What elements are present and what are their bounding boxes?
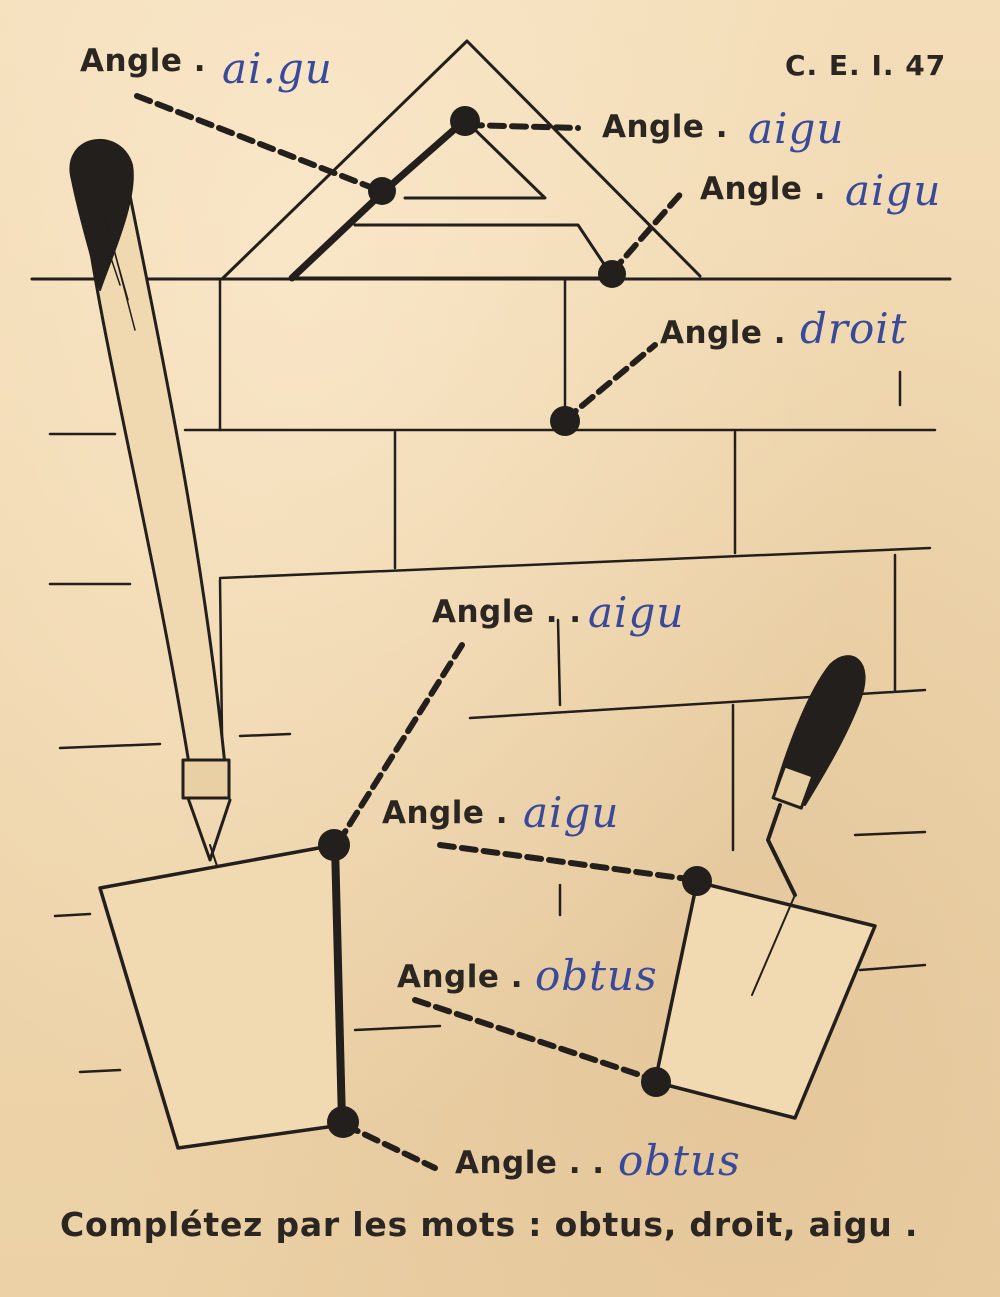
vertex-dot (682, 866, 712, 896)
handle-hatch (104, 214, 136, 331)
wall-course-line (238, 732, 292, 738)
wall-course-line (58, 742, 162, 750)
wall-joint (218, 578, 224, 737)
leader-line (335, 642, 465, 846)
wall-course-line (853, 830, 927, 837)
angle-label: Angle . . (432, 594, 582, 630)
handwritten-answer: droit (800, 304, 908, 353)
leader-line (342, 1122, 438, 1171)
wall-course-line (858, 963, 927, 972)
wall-course-line (218, 546, 932, 580)
handwritten-answer: aigu (523, 788, 620, 837)
roof-outer (220, 39, 702, 281)
wall-joint (556, 618, 562, 707)
trowel-shank (766, 803, 797, 897)
trowel-handle (774, 655, 866, 806)
leader-line (609, 187, 687, 275)
wall-course-line (53, 912, 92, 918)
set-square-inner (403, 118, 547, 200)
shovel-neck (186, 796, 232, 862)
handwritten-answer: obtus (535, 951, 658, 1000)
shovel-right-edge (331, 841, 346, 1126)
trowel-ferrule (771, 764, 815, 810)
angle-label: Angle . (382, 795, 508, 831)
leader-line (412, 997, 658, 1083)
angle-label: Angle . (660, 315, 786, 351)
angle-label: Angle . . (455, 1145, 605, 1181)
handwritten-answer: aigu (588, 588, 685, 637)
angle-label: Angle . (602, 109, 728, 145)
vertex-dot (550, 406, 580, 436)
shovel-blade (98, 843, 344, 1150)
vertex-dot (641, 1067, 671, 1097)
handwritten-answer: aigu (748, 104, 845, 153)
angle-label: Angle . (700, 171, 826, 207)
handwritten-answer: ai.gu (222, 44, 333, 93)
handwritten-answer: aigu (845, 166, 942, 215)
wall-course-line (353, 1024, 442, 1032)
set-square-bar (353, 223, 614, 278)
leader-line (562, 342, 658, 423)
instruction-text: Complétez par les mots : obtus, droit, a… (60, 1205, 919, 1244)
leader-line (465, 122, 581, 131)
leader-line (437, 842, 698, 883)
leader-line (134, 93, 381, 193)
vertex-dot (318, 829, 350, 861)
vertex-dot (327, 1106, 359, 1138)
handle-hatch (94, 209, 121, 286)
wall-course-line (78, 1068, 122, 1074)
vertex-dot (598, 260, 626, 288)
vertex-dot (450, 106, 480, 136)
worksheet-code: C. E. I. 47 (785, 49, 947, 82)
trowel-blade (653, 880, 877, 1120)
trowel-spine (751, 894, 796, 996)
angle-label: Angle . (397, 959, 523, 995)
shovel-grip (69, 139, 134, 291)
shovel-ferrule (181, 758, 231, 800)
vertex-dot (368, 177, 396, 205)
handwritten-answer: obtus (618, 1136, 741, 1185)
angle-label: Angle . (80, 43, 206, 79)
